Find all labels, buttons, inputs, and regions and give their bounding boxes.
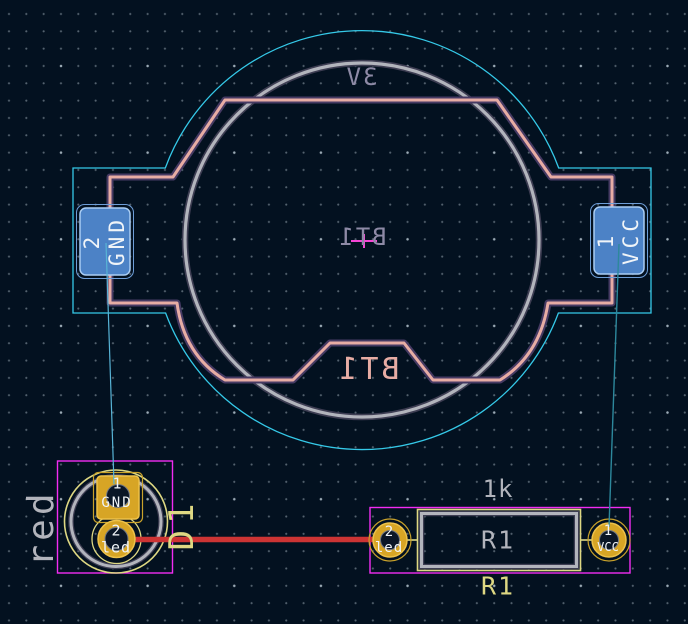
battery-reference-fab-text[interactable]: BT1 [337, 223, 387, 251]
battery-anchor-cross [351, 234, 377, 248]
resistor-pad-1-hole [599, 530, 619, 550]
resistor-pad-2-hole [380, 530, 400, 550]
led-reference-text[interactable]: D1 [162, 497, 202, 551]
led-pad-1-hole [106, 484, 130, 508]
resistor-value-text[interactable]: 1k [482, 475, 514, 503]
resistor-reference-fab-text[interactable]: R1 [480, 525, 516, 555]
battery-footprint[interactable] [72, 30, 652, 451]
ratsnest-vcc-line [608, 243, 620, 528]
battery-reference-silk-text[interactable]: BT1 [336, 352, 400, 387]
led-pad-1-number: 1 [112, 474, 122, 493]
led-silkscreen-circle [63, 469, 169, 574]
battery-pad-gnd-label: 2 GND [80, 216, 130, 266]
pad-number-text: 1 [594, 231, 618, 249]
pad-net-text: VCC [619, 215, 643, 265]
ratsnest-gnd-line [105, 242, 115, 485]
battery-value-text[interactable]: 3V [344, 63, 378, 91]
battery-fab-circle [183, 61, 541, 419]
pad-number-text: 2 [80, 232, 104, 250]
pad-net-text: GND [105, 216, 129, 266]
resistor-body-silkscreen [416, 508, 582, 572]
battery-pad-vcc-halo [590, 203, 648, 278]
resistor-reference-silk-text[interactable]: R1 [480, 571, 516, 601]
resistor-body-fab [420, 512, 578, 568]
resistor-pad-1-number: 1 [603, 523, 613, 539]
led-pad-1-net: GND [101, 495, 133, 511]
resistor-pad-2-ring [368, 518, 412, 562]
battery-pad-gnd-halo [76, 204, 134, 279]
battery-silkscreen-outline [108, 98, 614, 382]
led-pad-2-hole [104, 527, 129, 551]
resistor-pad-1-net: VCC [597, 540, 619, 554]
resistor-pad-2-net: led [374, 540, 404, 556]
led-value-text[interactable]: red [21, 489, 62, 567]
battery-pad-vcc-label: 1 VCC [594, 215, 644, 265]
resistor-pads[interactable] [368, 518, 631, 562]
led-pad-2-number: 2 [111, 521, 121, 540]
resistor-pad-2-number: 2 [384, 524, 394, 540]
led-pads[interactable] [92, 471, 144, 559]
battery-pad-gnd[interactable] [79, 207, 131, 276]
battery-pad-vcc[interactable] [593, 206, 645, 275]
battery-courtyard-outline [72, 30, 652, 451]
led-pad-2-net: led [100, 538, 132, 557]
